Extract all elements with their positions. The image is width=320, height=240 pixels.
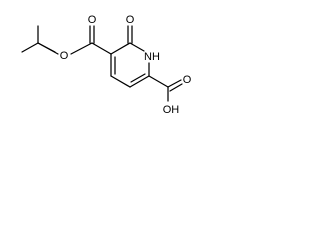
bond-ring-c5-c4 [110, 75, 131, 88]
bond-acid-carbonyl-double-a [167, 79, 182, 88]
ester-group [70, 25, 112, 55]
pyridinone-ring [110, 25, 150, 88]
bond-ring-c6-c5-inner [130, 73, 146, 83]
bond-ester-carbon-to-ring [91, 42, 112, 55]
bond-ring-to-acid-carbon [148, 75, 169, 88]
bond-tbu-methyl-left [21, 42, 39, 53]
atom-label-acid-hydroxyl: OH [163, 104, 180, 116]
atom-label-acid-carbonyl-oxygen: O [183, 74, 192, 86]
chemical-structure-diagram: O O O NH O OH [21, 14, 192, 116]
atom-labels: O O O NH O OH [60, 14, 192, 116]
bond-acid-carbonyl-double-b [169, 83, 183, 92]
atom-label-ester-carbonyl-oxygen: O [88, 14, 97, 26]
bond-ring-c2-n1 [129, 42, 145, 52]
atom-label-ring-nitrogen: NH [144, 51, 160, 63]
bond-ring-c3-c2 [110, 42, 131, 55]
tert-butyl-group [21, 25, 59, 55]
bond-ring-c6-c5 [129, 75, 150, 88]
carboxylic-acid-group [148, 75, 183, 102]
bond-ester-oxygen-to-carbonyl-carbon [70, 42, 93, 55]
atom-label-ring-carbonyl-oxygen: O [126, 14, 135, 26]
bond-tbu-to-ester-oxygen [37, 42, 59, 55]
atom-label-ester-oxygen: O [60, 50, 69, 62]
